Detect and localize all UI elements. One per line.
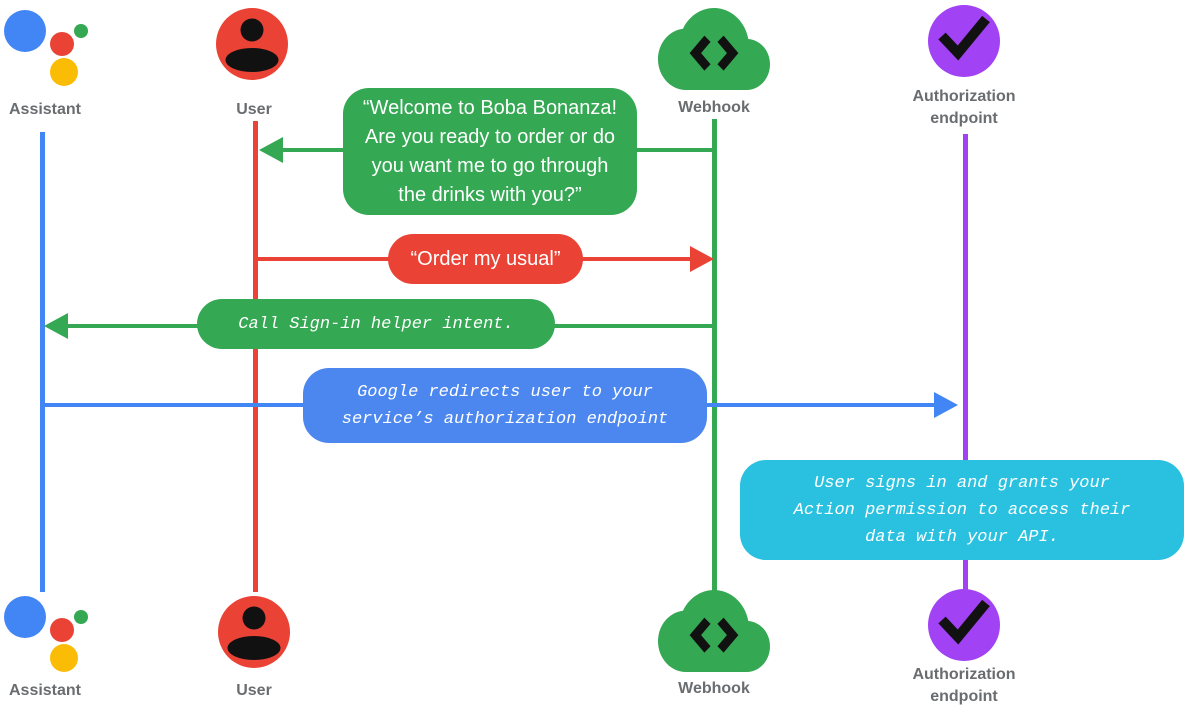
webhook-cloud-icon xyxy=(658,590,770,677)
user-label-bottom: User xyxy=(236,682,272,699)
user-icon xyxy=(218,596,290,673)
signin-message-bubble: Call Sign-in helper intent. xyxy=(197,299,555,349)
grant-note-bubble: User signs in and grants your Action per… xyxy=(740,460,1184,560)
assistant-label-bottom: Assistant xyxy=(8,682,82,699)
google-assistant-icon xyxy=(4,595,90,678)
welcome-message-bubble: “Welcome to Boba Bonanza! Are you ready … xyxy=(343,88,637,215)
order-arrowhead-icon xyxy=(690,246,714,272)
authorization-check-icon xyxy=(928,589,1000,666)
assistant-lifeline xyxy=(40,132,45,592)
assistant-label-top: Assistant xyxy=(8,101,82,118)
user-label-top: User xyxy=(236,101,272,118)
google-assistant-icon xyxy=(4,9,90,92)
authorization-label-bottom: Authorization endpoint xyxy=(912,666,1016,705)
authorization-check-icon xyxy=(928,5,1000,82)
welcome-arrowhead-icon xyxy=(259,137,283,163)
user-lifeline xyxy=(253,121,258,592)
authorization-label-top: Authorization endpoint xyxy=(912,88,1016,127)
authorization-lifeline xyxy=(963,134,968,592)
redirect-arrowhead-icon xyxy=(934,392,958,418)
webhook-lifeline xyxy=(712,119,717,592)
webhook-label-top: Webhook xyxy=(678,99,750,116)
webhook-cloud-icon xyxy=(658,8,770,95)
signin-arrowhead-icon xyxy=(44,313,68,339)
redirect-message-bubble: Google redirects user to your service’s … xyxy=(303,368,707,443)
order-message-bubble: “Order my usual” xyxy=(388,234,583,284)
user-icon xyxy=(216,8,288,85)
webhook-label-bottom: Webhook xyxy=(678,680,750,697)
